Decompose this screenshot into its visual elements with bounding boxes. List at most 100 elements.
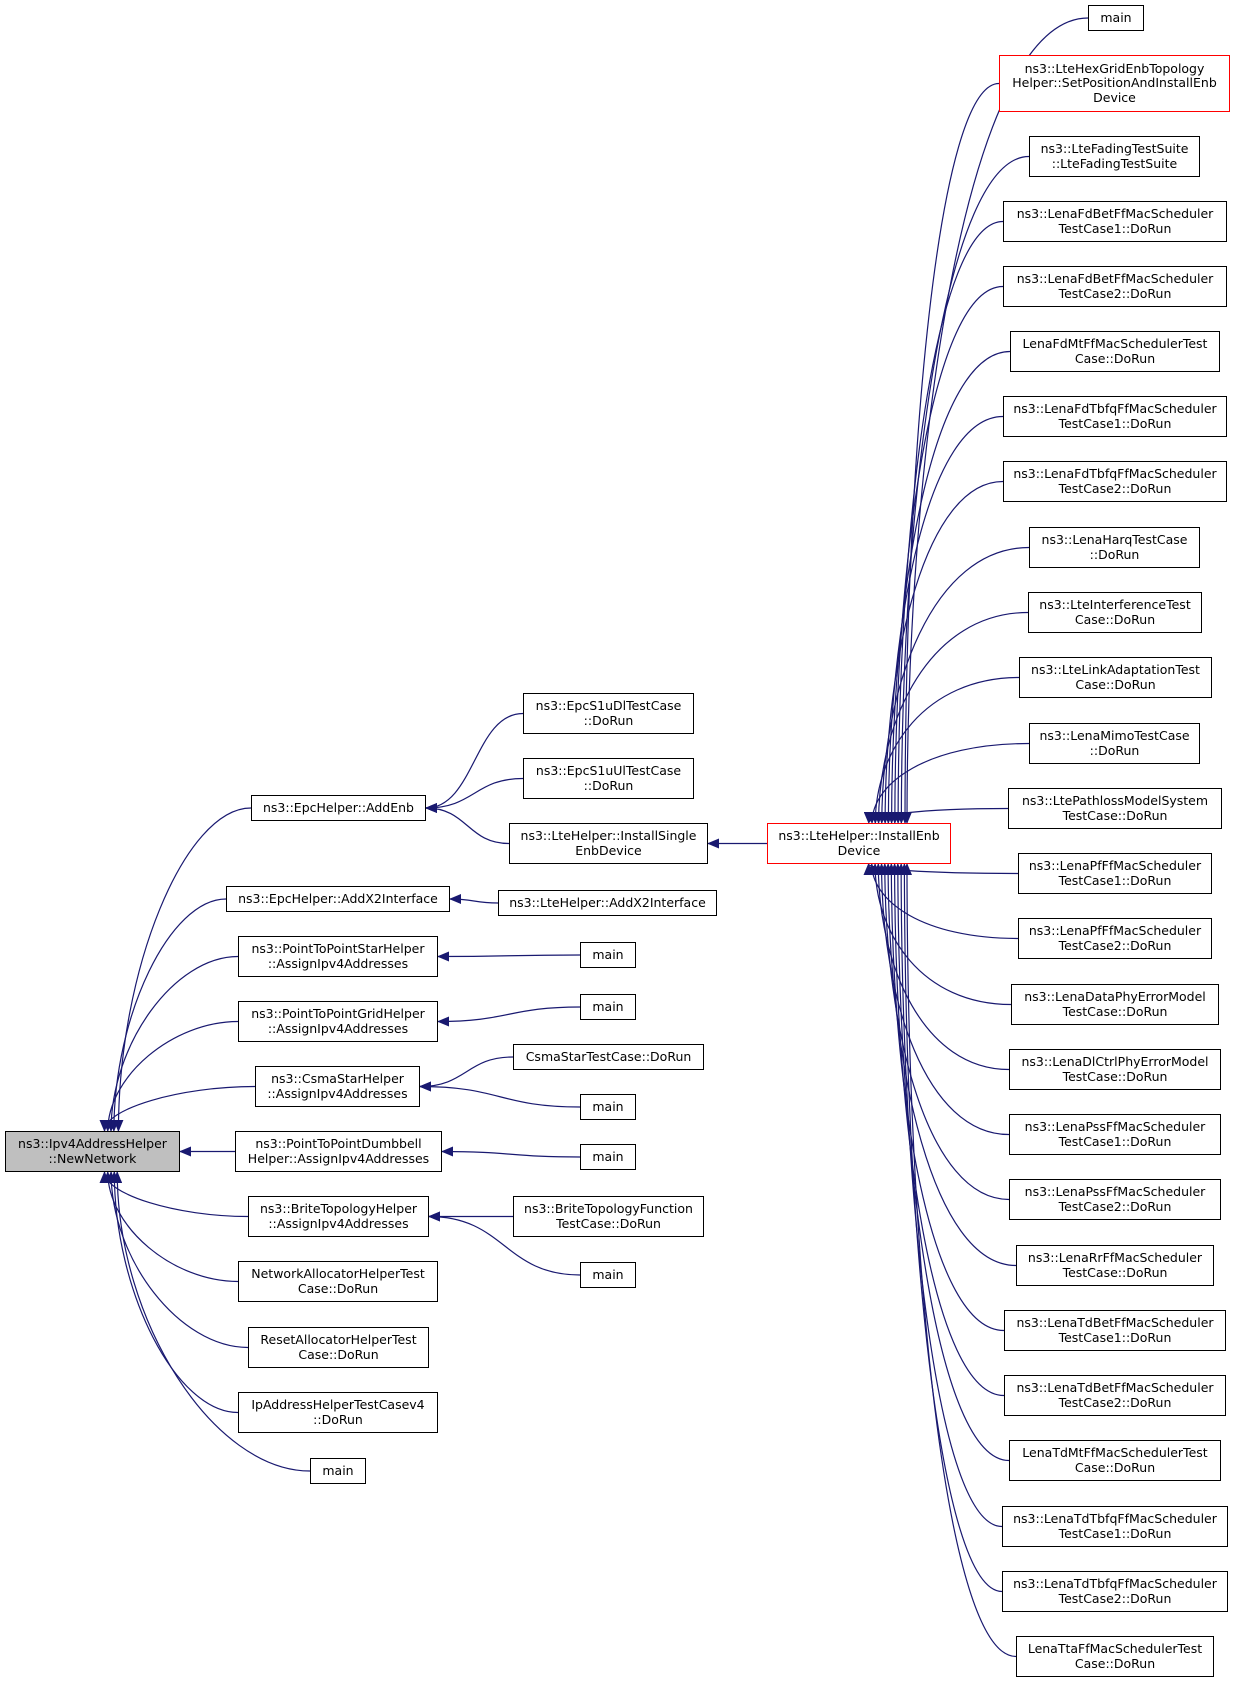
node-label-line: ns3::LenaTdTbfqFfMacScheduler: [1013, 1511, 1217, 1526]
edge-brite-assign-to-ipv4-new-network: [99, 1171, 249, 1218]
edge-ip-addr-test-to-ipv4-new-network: [109, 1171, 239, 1414]
node-label-line: ns3::LteFadingTestSuite: [1040, 141, 1189, 156]
edge-main-csma-to-csma-star-assign: [419, 1081, 581, 1108]
node-label-line: ::AssignIpv4Addresses: [268, 1215, 409, 1231]
node-label-line: main: [592, 946, 624, 962]
node-label-line: main: [592, 1148, 624, 1164]
node-label-line: TestCase2::DoRun: [1058, 480, 1172, 496]
node-label-line: ns3::LenaRrFfMacScheduler: [1027, 1250, 1203, 1265]
node-label-line: ns3::LenaTdTbfqFfMacScheduler: [1013, 1576, 1217, 1591]
edge-main-l1-to-ipv4-new-network: [112, 1171, 311, 1472]
node-label-line: Case::DoRun: [297, 1280, 379, 1296]
edge-main-dumbbell-to-p2p-dumbbell-assign: [441, 1146, 581, 1158]
edge-r0-to-lte-install-enb: [902, 17, 1089, 824]
node-label-line: TestCase1::DoRun: [1058, 872, 1172, 888]
node-brite-assign[interactable]: ns3::BriteTopologyHelper::AssignIpv4Addr…: [248, 1196, 429, 1237]
node-r2[interactable]: ns3::LteFadingTestSuite::LteFadingTestSu…: [1029, 136, 1200, 177]
node-ipv4-new-network: ns3::Ipv4AddressHelper::NewNetwork: [5, 1131, 180, 1172]
edge-lte-add-x2-to-epc-add-x2: [449, 894, 499, 905]
edge-epc-add-enb-to-ipv4-new-network: [113, 807, 252, 1132]
node-p2p-star-assign[interactable]: ns3::PointToPointStarHelper::AssignIpv4A…: [238, 936, 438, 977]
node-r0[interactable]: main: [1088, 5, 1144, 31]
node-label-line: ns3::LteInterferenceTest: [1039, 597, 1191, 612]
node-epc-s1u-ul[interactable]: ns3::EpcS1uUlTestCase::DoRun: [523, 758, 694, 799]
node-label-line: ns3::LenaHarqTestCase: [1041, 532, 1188, 547]
node-epc-add-x2[interactable]: ns3::EpcHelper::AddX2Interface: [226, 886, 450, 912]
node-label-line: ns3::LteHelper::AddX2Interface: [509, 894, 706, 910]
node-p2p-grid-assign[interactable]: ns3::PointToPointGridHelper::AssignIpv4A…: [238, 1001, 438, 1042]
node-label-line: Case::DoRun: [1074, 611, 1156, 627]
node-ip-addr-test[interactable]: IpAddressHelperTestCasev4::DoRun: [238, 1392, 438, 1433]
node-label-line: TestCase1::DoRun: [1058, 1329, 1172, 1345]
node-label-line: ns3::PointToPointStarHelper: [251, 941, 425, 956]
node-label-line: ::DoRun: [583, 712, 634, 728]
edge-p2p-grid-assign-to-ipv4-new-network: [102, 1020, 239, 1132]
node-label-line: TestCase::DoRun: [1062, 807, 1168, 823]
node-main-star[interactable]: main: [580, 942, 636, 968]
node-epc-s1u-dl[interactable]: ns3::EpcS1uDlTestCase::DoRun: [523, 693, 694, 734]
node-label-line: Case::DoRun: [1074, 1655, 1156, 1671]
edge-r9-to-lte-install-enb: [873, 611, 1029, 824]
edge-main-brite-to-brite-assign: [428, 1211, 581, 1276]
edge-r12-to-lte-install-enb: [863, 807, 1009, 824]
node-label-line: ns3::LteHelper::InstallSingle: [520, 828, 697, 843]
node-r8[interactable]: ns3::LenaHarqTestCase::DoRun: [1029, 527, 1200, 568]
node-label-line: ns3::LtePathlossModelSystem: [1021, 793, 1209, 808]
node-label-line: main: [1100, 9, 1132, 25]
node-label-line: Case::DoRun: [1074, 1459, 1156, 1475]
node-label-line: ns3::LenaFdTbfqFfMacScheduler: [1013, 401, 1217, 416]
edge-csma-star-assign-to-ipv4-new-network: [99, 1085, 256, 1132]
node-main-csma[interactable]: main: [580, 1094, 636, 1120]
node-label-line: ::LteFadingTestSuite: [1051, 155, 1178, 171]
node-lte-add-x2[interactable]: ns3::LteHelper::AddX2Interface: [498, 890, 717, 916]
node-epc-add-enb[interactable]: ns3::EpcHelper::AddEnb: [251, 795, 426, 821]
edge-r7-to-lte-install-enb: [880, 480, 1004, 824]
edge-main-star-to-p2p-star-assign: [437, 951, 581, 962]
node-label-line: NetworkAllocatorHelperTest: [251, 1266, 425, 1281]
node-label-line: ns3::LenaTdBetFfMacScheduler: [1016, 1315, 1214, 1330]
node-csma-star-test[interactable]: CsmaStarTestCase::DoRun: [513, 1044, 704, 1070]
node-label-line: main: [592, 998, 624, 1014]
node-r11[interactable]: ns3::LenaMimoTestCase::DoRun: [1029, 723, 1200, 764]
node-label-line: IpAddressHelperTestCasev4: [251, 1397, 425, 1412]
node-main-brite[interactable]: main: [580, 1262, 636, 1288]
node-csma-star-assign[interactable]: ns3::CsmaStarHelper::AssignIpv4Addresses: [255, 1066, 420, 1107]
edge-reset-alloc-test-to-ipv4-new-network: [106, 1171, 249, 1349]
node-main-dumbbell[interactable]: main: [580, 1144, 636, 1170]
node-main-l1[interactable]: main: [310, 1458, 366, 1484]
node-label-line: ns3::BriteTopologyFunction: [524, 1201, 693, 1216]
node-main-grid[interactable]: main: [580, 994, 636, 1020]
edge-r18-to-lte-install-enb: [879, 863, 1010, 1201]
node-label-line: TestCase1::DoRun: [1058, 1133, 1172, 1149]
edge-r10-to-lte-install-enb: [870, 676, 1020, 824]
node-label-line: ns3::EpcS1uDlTestCase: [535, 698, 682, 713]
